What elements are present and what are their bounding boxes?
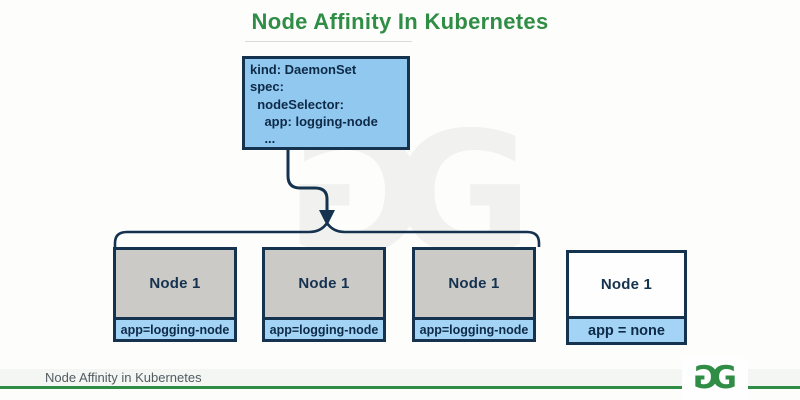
node-name: Node 1 bbox=[448, 275, 500, 292]
footer-bar: Node Affinity in Kubernetes bbox=[0, 369, 800, 386]
node-selector-label: app = none bbox=[569, 316, 684, 342]
node-box-4-unmatched: Node 1 app = none bbox=[566, 250, 687, 345]
manifest-line: app: logging-node bbox=[250, 113, 378, 129]
node-name: Node 1 bbox=[149, 275, 201, 292]
node-selector-label: app=logging-node bbox=[265, 317, 383, 339]
daemonset-manifest-box: kind: DaemonSet spec: nodeSelector: app:… bbox=[242, 56, 410, 150]
node-selector-label: app=logging-node bbox=[116, 317, 234, 339]
logo-letter: G bbox=[711, 359, 737, 396]
divider-line bbox=[245, 41, 412, 42]
logo-letter: G bbox=[693, 359, 719, 396]
node-box-2: Node 1 app=logging-node bbox=[262, 247, 386, 342]
node-name: Node 1 bbox=[600, 276, 653, 293]
footer-green-line bbox=[0, 386, 800, 389]
node-box-1: Node 1 app=logging-node bbox=[113, 247, 237, 342]
manifest-line: kind: DaemonSet bbox=[250, 62, 357, 77]
node-name: Node 1 bbox=[298, 275, 350, 292]
node-selector-label: app=logging-node bbox=[415, 317, 533, 339]
manifest-line: spec: bbox=[250, 79, 284, 95]
node-box-3: Node 1 app=logging-node bbox=[412, 247, 536, 342]
page-title: Node Affinity In Kubernetes bbox=[251, 9, 549, 34]
geeksforgeeks-logo-icon: G G bbox=[682, 356, 748, 400]
footer-caption: Node Affinity in Kubernetes bbox=[45, 370, 202, 385]
manifest-line: ... bbox=[250, 131, 276, 147]
manifest-line: nodeSelector: bbox=[250, 96, 344, 112]
